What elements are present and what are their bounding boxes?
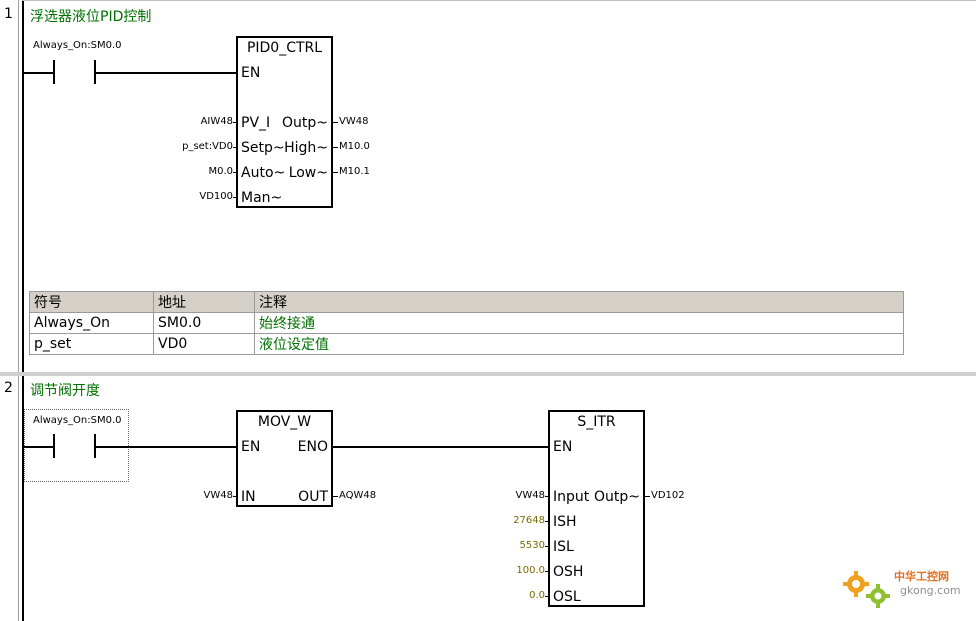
mov-in-pin: IN [241, 489, 256, 505]
pid-outp-stub [333, 122, 338, 123]
eno-to-en-wire [333, 446, 550, 448]
pid-low-stub [333, 172, 338, 173]
pid-man-stub [233, 197, 238, 198]
mov-in-stub [233, 496, 238, 497]
contact-lead-left [24, 446, 54, 448]
pid-man-operand[interactable]: VD100 [199, 191, 233, 202]
network-1-contact-label: Always_On:SM0.0 [33, 40, 122, 51]
pid-low-pin: Low~ [288, 165, 328, 181]
sitr-outp-stub [645, 496, 650, 497]
pid-auto-stub [233, 172, 238, 173]
network-2-power-rail [22, 376, 24, 621]
mov-out-stub [333, 496, 338, 497]
network-1-power-rail [22, 0, 24, 372]
pid-auto-pin: Auto~ [241, 165, 286, 181]
network-2-comment[interactable]: 调节阀开度 [30, 383, 100, 399]
mov-w-title: MOV_W [257, 414, 312, 430]
gear-icon [843, 571, 890, 608]
pid-outp-operand[interactable]: VW48 [339, 116, 369, 127]
sitr-osh-operand[interactable]: 100.0 [516, 565, 545, 576]
pid-setp-stub [233, 147, 238, 148]
pid-auto-operand[interactable]: M0.0 [208, 166, 233, 177]
sitr-isl-stub [545, 546, 550, 547]
pid-low-operand[interactable]: M10.1 [339, 166, 370, 177]
watermark-url: gkong.com [900, 584, 961, 597]
comment-header: 注释 [254, 291, 904, 313]
pid0-ctrl-box[interactable]: PID0_CTRL EN PV_I Setp~ Auto~ Man~ Outp~… [236, 36, 333, 208]
address-cell: SM0.0 [153, 312, 255, 334]
sitr-input-pin: Input [553, 489, 590, 505]
sitr-isl-pin: ISL [553, 539, 574, 555]
network-2-number: 2 [4, 380, 13, 396]
network-1-comment[interactable]: 浮选器液位PID控制 [30, 9, 152, 25]
comment-cell: 始终接通 [254, 312, 904, 334]
mov-out-operand[interactable]: AQW48 [339, 490, 377, 501]
network-separator [0, 372, 976, 376]
watermark-brand: 中华工控网 [894, 570, 949, 583]
pid-setp-pin: Setp~ [241, 140, 285, 156]
symbol-header: 符号 [29, 291, 154, 313]
symbol-cell: Always_On [29, 312, 154, 334]
pid-high-stub [333, 147, 338, 148]
contact-bar-left [53, 434, 55, 458]
network-1-gutter[interactable] [0, 0, 19, 372]
symbol-table-header: 符号 地址 注释 [29, 291, 904, 313]
address-cell: VD0 [153, 333, 255, 355]
sitr-outp-pin: Outp~ [594, 489, 640, 505]
comment-cell: 液位设定值 [254, 333, 904, 355]
s-itr-box[interactable]: S_ITR EN Input Outp~ ISH ISL OSH OSL [548, 410, 645, 607]
pid-pv-stub [233, 122, 238, 123]
contact-bar-left [53, 60, 55, 84]
selected-contact-outline [24, 409, 129, 482]
address-header: 地址 [153, 291, 255, 313]
pid-setp-operand[interactable]: p_set:VD0 [182, 141, 233, 152]
pid-pv-pin: PV_I [241, 115, 271, 131]
sitr-ish-stub [545, 521, 550, 522]
sitr-ish-pin: ISH [553, 514, 577, 530]
sitr-outp-operand[interactable]: VD102 [651, 490, 685, 501]
table-row[interactable]: Always_On SM0.0 始终接通 [29, 312, 904, 334]
sitr-input-operand[interactable]: VW48 [515, 490, 545, 501]
s-itr-title: S_ITR [577, 414, 616, 430]
network-1-number: 1 [4, 6, 13, 22]
sitr-osl-stub [545, 596, 550, 597]
symbol-table: 符号 地址 注释 Always_On SM0.0 始终接通 p_set VD0 … [29, 291, 904, 355]
mov-en-pin: EN [241, 439, 261, 455]
sitr-osh-pin: OSH [553, 564, 584, 580]
pid-high-operand[interactable]: M10.0 [339, 141, 370, 152]
sitr-osl-operand[interactable]: 0.0 [529, 590, 545, 601]
pid0-ctrl-title: PID0_CTRL [246, 40, 323, 56]
contact-lead-right [95, 72, 238, 74]
table-row[interactable]: p_set VD0 液位设定值 [29, 333, 904, 355]
sitr-osh-stub [545, 571, 550, 572]
sitr-input-stub [545, 496, 550, 497]
mov-w-box[interactable]: MOV_W EN ENO IN OUT [236, 410, 333, 507]
pid-man-pin: Man~ [241, 190, 283, 206]
mov-out-pin: OUT [298, 489, 328, 505]
mov-eno-pin: ENO [297, 439, 328, 455]
sitr-osl-pin: OSL [553, 589, 581, 605]
network-2-contact-label: Always_On:SM0.0 [33, 415, 122, 426]
symbol-cell: p_set [29, 333, 154, 355]
pid-pv-operand[interactable]: AIW48 [200, 116, 233, 127]
sitr-ish-operand[interactable]: 27648 [513, 515, 545, 526]
gkong-watermark: 中华工控网 gkong.com [838, 562, 968, 612]
pid-high-pin: High~ [284, 140, 328, 156]
mov-in-operand[interactable]: VW48 [203, 490, 233, 501]
contact-lead-right [95, 446, 238, 448]
pid-outp-pin: Outp~ [282, 115, 328, 131]
network-1-top-line [22, 0, 976, 1]
contact-lead-left [24, 72, 54, 74]
pid-en-pin: EN [241, 65, 261, 81]
sitr-isl-operand[interactable]: 5530 [519, 540, 545, 551]
network-2-gutter[interactable] [0, 376, 19, 621]
sitr-en-pin: EN [553, 439, 573, 455]
